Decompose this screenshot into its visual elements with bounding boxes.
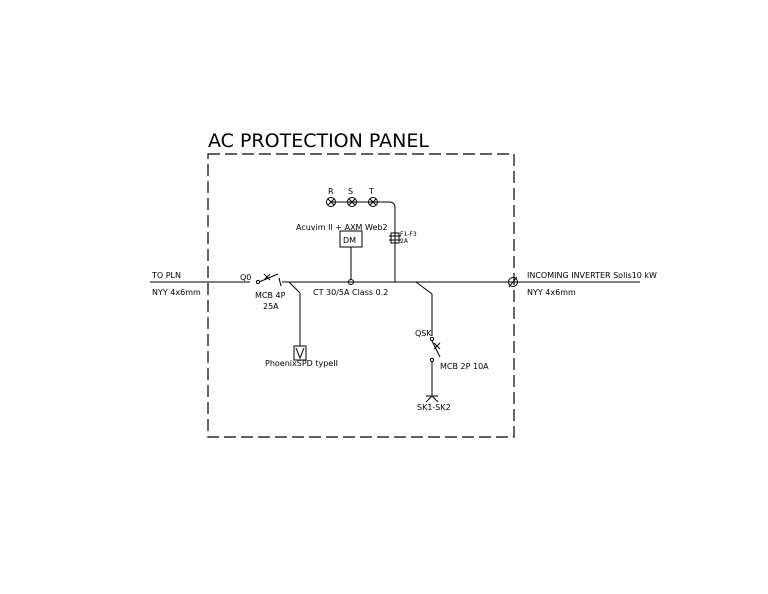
cable-right-label: NYY 4x6mm (527, 288, 576, 297)
dm-meter-box (339, 230, 363, 248)
mcb-main-rating: 25A (263, 302, 279, 311)
fuse-label: F1-F3 (400, 231, 417, 238)
lamp-t-icon (368, 197, 378, 207)
meter-name-label: Acuvim II + AXM Web2 (296, 223, 388, 232)
cable-left-label: NYY 4x6mm (152, 288, 201, 297)
q0-label: Q0 (240, 273, 251, 282)
lamp-s-icon (347, 197, 357, 207)
spd-label: PhoenixSPD typeII (265, 359, 338, 368)
sk-label: SK1-SK2 (417, 403, 451, 412)
incoming-termination-icon (508, 276, 518, 288)
to-pln-label: TO PLN (151, 271, 181, 280)
lamp-r-icon (326, 197, 336, 207)
ct-label: CT 30/5A Class 0.2 (313, 288, 388, 297)
qsk-label: QSK (415, 329, 432, 338)
panel-boundary (207, 153, 515, 438)
panel-title: AC PROTECTION PANEL (208, 130, 429, 152)
fuse-feed-line (388, 201, 396, 282)
phase-s-label: S (348, 187, 353, 196)
fuse-rating: 2A (400, 238, 409, 245)
phase-t-label: T (368, 187, 374, 196)
main-breaker-symbol (250, 273, 282, 287)
spd-branch (288, 281, 307, 361)
phase-r-label: R (328, 187, 334, 196)
mcb-sk-label: MCB 2P 10A (440, 362, 489, 371)
dm-label: DM (343, 236, 356, 245)
incoming-label: INCOMING INVERTER Solis10 kW (527, 271, 657, 280)
qsk-branch (415, 281, 441, 403)
fuse-icon (389, 232, 401, 244)
mcb-main-label: MCB 4P (255, 291, 286, 300)
